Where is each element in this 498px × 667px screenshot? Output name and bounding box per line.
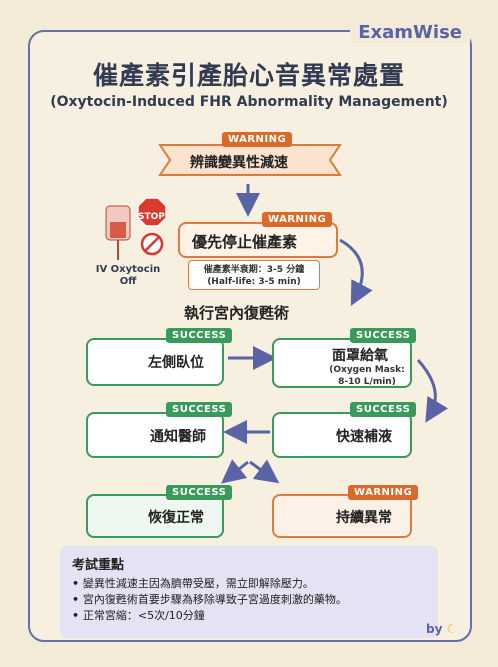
arrow-to-persist (249, 459, 280, 484)
persist-box: 持續異常 (272, 494, 412, 538)
left-lateral-box: 左側臥位 (86, 338, 224, 386)
exam-points-panel: 考試重點 變異性減速主因為臍帶受壓，需立即解除壓力。 宮內復甦術首要步驟為移除導… (60, 546, 438, 638)
exam-points-title: 考試重點 (72, 558, 125, 573)
recover-label: 恢復正常 (148, 510, 204, 526)
arrow-oxygen-to-fluids (416, 358, 449, 423)
step1-label: 辨識變異性減速 (190, 155, 288, 171)
byline-text: by (426, 622, 443, 636)
step1-banner (158, 144, 342, 176)
persist-label: 持續異常 (336, 510, 392, 526)
exam-point: 正常宮縮：<5次/10分鐘 (72, 609, 426, 623)
oxygen-detail-1: (Oxygen Mask: (329, 365, 405, 375)
step2-label: 優先停止催產素 (192, 233, 298, 251)
oxygen-box: 面罩給氧 (Oxygen Mask: 8-10 L/min) (272, 338, 412, 388)
iv-oxytocin-label: IV Oxytocin (95, 264, 161, 275)
left-lateral-success-badge: SUCCESS (166, 328, 233, 343)
left-lateral-label: 左側臥位 (148, 355, 204, 371)
fluids-label: 快速補液 (336, 429, 392, 445)
oxygen-detail-2: 8-10 L/min) (338, 377, 396, 387)
page-subtitle: (Oxytocin-Induced FHR Abnormality Manage… (50, 94, 448, 110)
arrow-to-recover (220, 459, 249, 484)
stop-sign-text: STOP (138, 212, 165, 222)
half-life-zh: 催產素半衰期：3-5 分鐘 (203, 265, 305, 275)
iv-off-label: Off (119, 276, 137, 287)
stop-sign-icon (137, 197, 167, 227)
step1-warning-badge: WARNING (222, 132, 293, 147)
persist-warning-badge: WARNING (348, 485, 419, 500)
recover-success-badge: SUCCESS (166, 485, 233, 500)
page-title: 催產素引產胎心音異常處置 (92, 61, 405, 90)
oxygen-success-badge: SUCCESS (350, 328, 417, 343)
fluids-success-badge: SUCCESS (350, 402, 417, 417)
notify-doctor-label: 通知醫師 (150, 429, 206, 445)
recover-box: 恢復正常 (86, 494, 224, 538)
half-life-note: 催產素半衰期：3-5 分鐘 (Half-life: 3-5 min) (188, 260, 320, 290)
notify-doctor-box: 通知醫師 (86, 412, 224, 458)
step2-box: 優先停止催產素 (178, 222, 338, 258)
exam-point: 變異性減速主因為臍帶受壓，需立即解除壓力。 (72, 577, 426, 591)
arrow-step2-to-resus (339, 238, 373, 306)
byline: by ☾ (426, 622, 457, 636)
half-life-en: (Half-life: 3-5 min) (207, 277, 301, 287)
notify-success-badge: SUCCESS (166, 402, 233, 417)
brand-logo: ExamWise (350, 22, 470, 43)
resuscitation-title: 執行宮內復甦術 (184, 304, 290, 322)
oxygen-label: 面罩給氧 (332, 348, 388, 364)
banana-icon: ☾ (446, 622, 458, 636)
exam-points-list: 變異性減速主因為臍帶受壓，需立即解除壓力。 宮內復甦術首要步驟為移除導致子宮過度… (72, 577, 426, 623)
step2-warning-badge: WARNING (262, 212, 333, 227)
exam-point: 宮內復甦術首要步驟為移除導致子宮過度刺激的藥物。 (72, 593, 426, 607)
fluids-box: 快速補液 (272, 412, 412, 458)
